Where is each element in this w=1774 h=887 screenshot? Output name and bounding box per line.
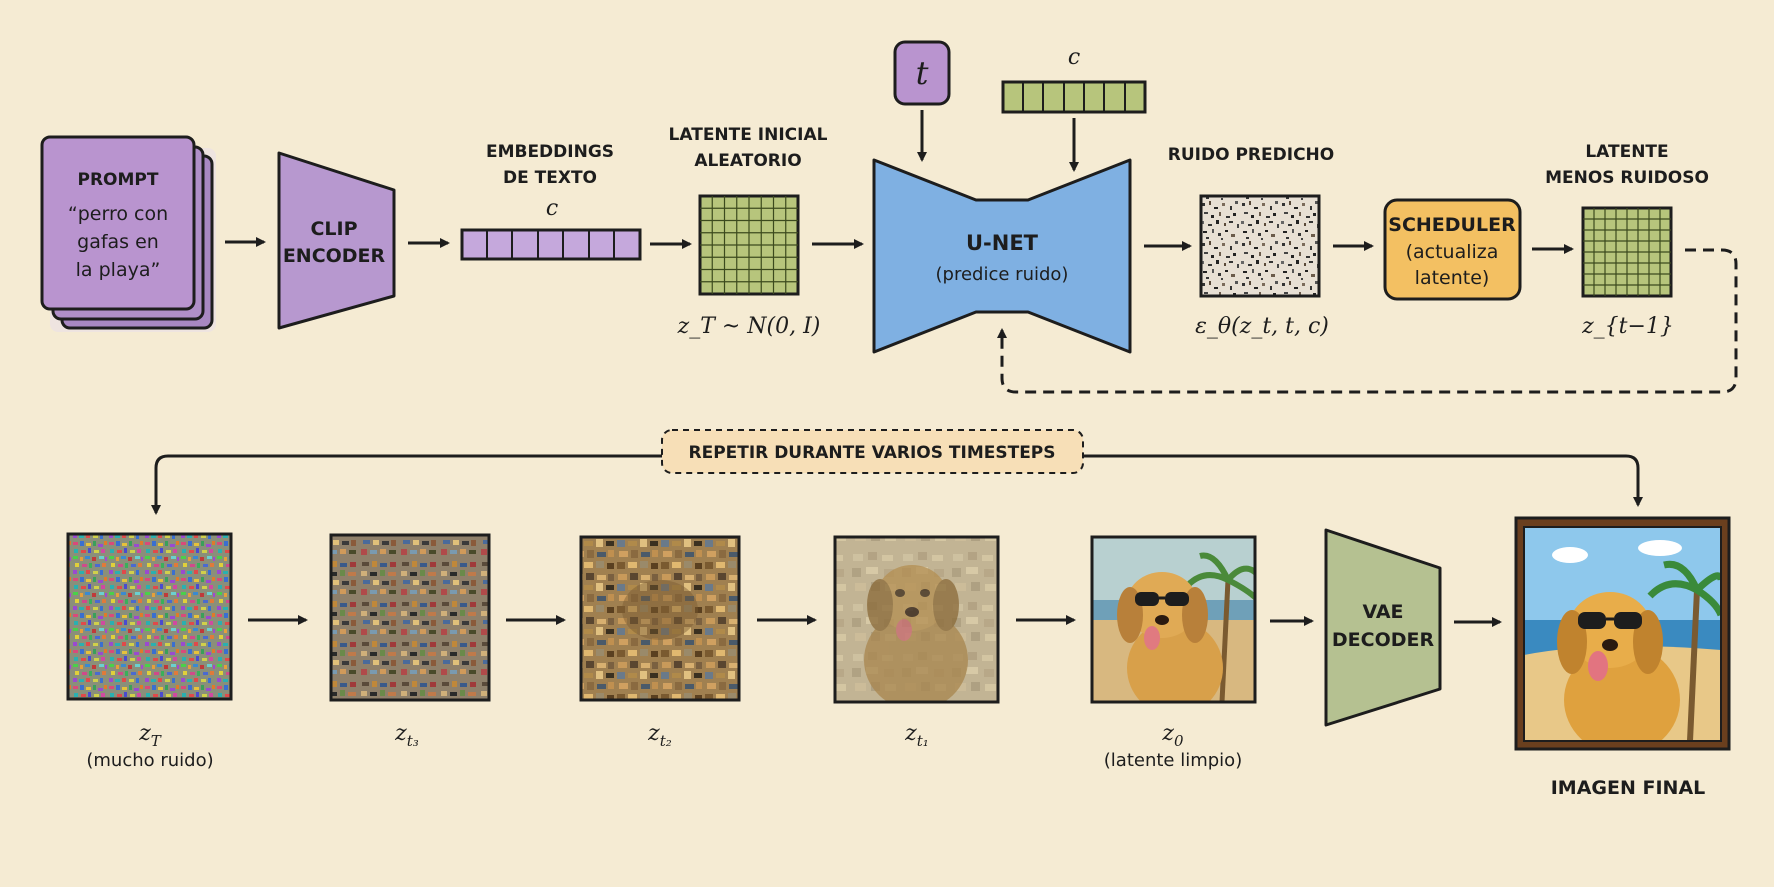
stage-subscript: t₂ xyxy=(660,732,672,750)
text-embeddings: EMBEDDINGS DE TEXTO c xyxy=(460,142,642,261)
svg-text:zt₂: zt₂ xyxy=(647,721,672,750)
initial-latent-label-line-2: ALEATORIO xyxy=(694,151,801,171)
timestep-symbol: t xyxy=(916,54,929,92)
vae-decoder: VAE DECODER xyxy=(1324,528,1442,727)
stage-subscript: 0 xyxy=(1174,732,1184,750)
less-noisy-latent-label-line-1: LATENTE xyxy=(1585,142,1668,162)
stage-subscript: t₃ xyxy=(407,732,419,750)
predicted-noise-label: RUIDO PREDICHO xyxy=(1168,145,1334,165)
condition-input: c xyxy=(1001,45,1147,114)
scheduler: SCHEDULER (actualiza latente) xyxy=(1383,198,1522,301)
text-embeddings-label-line-1: EMBEDDINGS xyxy=(486,142,614,162)
condition-symbol: c xyxy=(1068,45,1080,70)
repeat-banner-text: REPETIR DURANTE VARIOS TIMESTEPS xyxy=(688,443,1055,463)
initial-latent: LATENTE INICIAL ALEATORIO z_T ~ N(0, I) xyxy=(669,125,828,339)
stage-zt1: zt₁ xyxy=(833,535,1000,750)
prompt-text-line-3: la playa” xyxy=(76,259,161,281)
text-embeddings-symbol: c xyxy=(546,196,558,221)
predicted-noise: RUIDO PREDICHO ε_θ(z_t, t, c) xyxy=(1168,145,1334,339)
stage-symbol: z xyxy=(647,721,660,746)
initial-latent-formula: z_T ~ N(0, I) xyxy=(677,314,821,339)
svg-text:zt₁: zt₁ xyxy=(904,721,929,750)
stage-symbol: z xyxy=(394,721,407,746)
clip-encoder-line-2: ENCODER xyxy=(283,245,386,267)
clip-encoder: CLIP ENCODER xyxy=(277,151,396,330)
stage-zt2: zt₂ xyxy=(579,535,741,750)
clip-encoder-line-1: CLIP xyxy=(310,218,357,240)
prompt-text-line-2: gafas en xyxy=(77,231,159,253)
svg-text:z0: z0 xyxy=(1161,721,1184,750)
stage-caption: (mucho ruido) xyxy=(86,750,213,771)
stage-z0: z0 (latente limpio) xyxy=(1090,535,1257,771)
final-image: IMAGEN FINAL xyxy=(1514,516,1731,799)
less-noisy-latent-label-line-2: MENOS RUIDOSO xyxy=(1545,168,1709,188)
repeat-arrow-right xyxy=(1083,454,1643,507)
stage-zT: zT (mucho ruido) xyxy=(66,532,233,771)
stage-caption: (latente limpio) xyxy=(1104,750,1242,771)
prompt-card: PROMPT “perro con gafas en la playa” xyxy=(40,135,216,332)
prompt-title: PROMPT xyxy=(78,170,159,190)
predicted-noise-formula: ε_θ(z_t, t, c) xyxy=(1195,314,1329,339)
timestep-input: t xyxy=(893,40,951,106)
stage-subscript: T xyxy=(151,732,162,750)
svg-text:zt₃: zt₃ xyxy=(394,721,419,750)
stage-symbol: z xyxy=(1161,721,1174,746)
repeat-arrow-left xyxy=(151,454,662,515)
unet-title: U-NET xyxy=(966,231,1039,255)
stage-symbol: z xyxy=(904,721,917,746)
initial-latent-label-line-1: LATENTE INICIAL xyxy=(669,125,828,145)
text-embeddings-label-line-2: DE TEXTO xyxy=(503,168,597,188)
vae-decoder-line-1: VAE xyxy=(1362,601,1403,623)
feedback-loop-arrow xyxy=(997,248,1738,394)
less-noisy-latent: LATENTE MENOS RUIDOSO z_{t−1} xyxy=(1545,142,1709,339)
prompt-text-line-1: “perro con xyxy=(68,203,168,225)
unet: U-NET (predice ruido) xyxy=(872,158,1132,354)
scheduler-line-1: SCHEDULER xyxy=(1388,214,1516,236)
final-image-label: IMAGEN FINAL xyxy=(1551,777,1706,799)
vae-decoder-line-2: DECODER xyxy=(1332,629,1435,651)
less-noisy-latent-formula: z_{t−1} xyxy=(1581,314,1674,339)
scheduler-line-3: latente) xyxy=(1415,267,1490,289)
unet-subtitle: (predice ruido) xyxy=(936,264,1069,285)
repeat-banner: REPETIR DURANTE VARIOS TIMESTEPS xyxy=(661,429,1084,474)
svg-text:zT: zT xyxy=(138,721,162,750)
stage-zt3: zt₃ xyxy=(329,533,491,750)
scheduler-line-2: (actualiza xyxy=(1406,241,1499,263)
stage-subscript: t₁ xyxy=(917,732,929,750)
stage-symbol: z xyxy=(138,721,151,746)
